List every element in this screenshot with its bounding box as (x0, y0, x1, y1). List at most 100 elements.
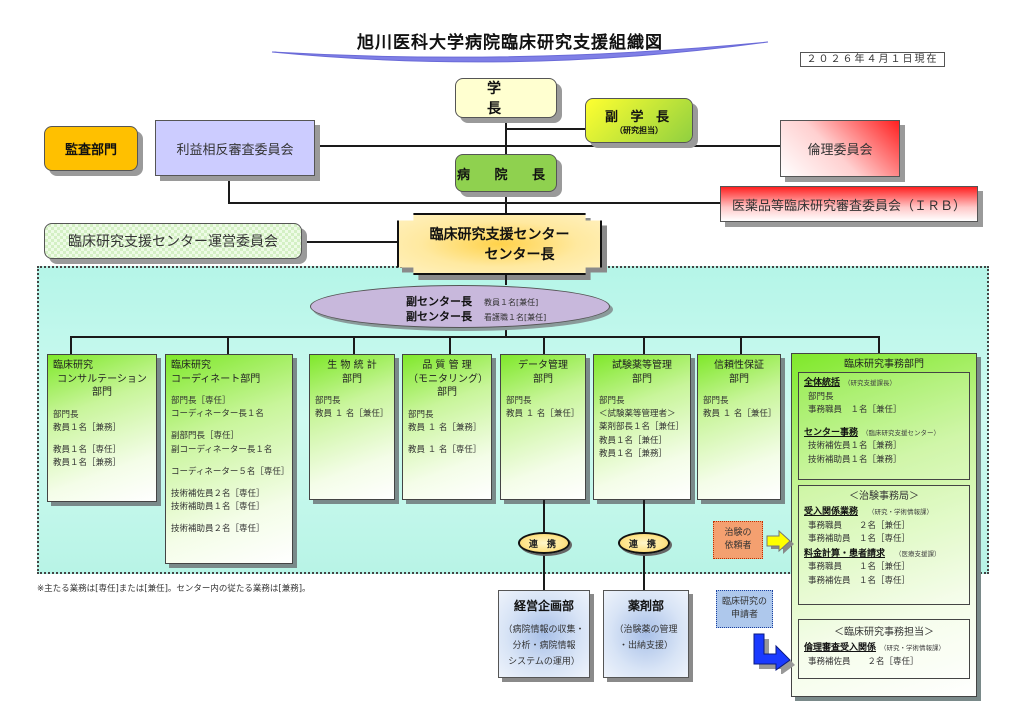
dept-header-line: 部門 (342, 373, 362, 385)
vice-center-role: 副センター長 (406, 295, 472, 308)
dept-staff-line: 教員 １ 名［兼任］ (315, 409, 389, 420)
spacer (315, 386, 389, 395)
research-office-line: 事務補佐員 ２名［専任］ (808, 656, 919, 667)
dept-staff-line: 部門長 (53, 409, 79, 420)
arrow-bent-icon (753, 633, 795, 674)
connector (505, 128, 587, 130)
as-of-date: ２０２６年４月１日現在 (800, 52, 945, 67)
dept-staff-line: コーディネーター５名［専任］ (171, 466, 290, 477)
dept-clinical-office: 臨床研究事務部門 全体統括（研究支援課長） 部門長 事務職員 １名［兼任］ セン… (791, 353, 977, 697)
external-desc: ・出納支援） (618, 640, 673, 651)
dept-data: データ管理部門部門長教員 １ 名［兼任］ (500, 354, 586, 500)
connector (228, 202, 722, 204)
connector (70, 336, 880, 338)
trial-office-header: ＜治験事務局＞ (849, 491, 919, 502)
cooperation-badge: 連 携 (618, 532, 670, 554)
ops-committee-label: 臨床研究支援センター運営委員会 (68, 234, 278, 250)
dept-header-line: データ管理 (518, 360, 568, 371)
cooperation-label: 連 携 (528, 539, 560, 550)
spacer (408, 435, 486, 444)
center-head-box: 臨床研究支援センター センター長 (397, 213, 602, 275)
trial-section-note: （研究・学術情報課） (868, 508, 934, 516)
dept-staff-line: 薬剤部長１名［兼任］ (599, 422, 685, 433)
irb-label: 医薬品等臨床研究審査委員会（ＩＲＢ） (731, 198, 966, 214)
dept-staff-line: ＜試験薬等管理者＞ (599, 409, 676, 420)
audit-label: 監査部門 (64, 143, 117, 158)
ethics-committee-box: 倫理委員会 (780, 120, 900, 177)
connector (302, 241, 400, 243)
dept-header-line: 部門 (533, 373, 553, 385)
vice-center-role: 副センター長 (406, 310, 472, 323)
dept-header-line: （モニタリング） (408, 373, 488, 385)
dept-reliability: 信頼性保証部門部門長教員 １ 名［兼任］ (697, 354, 781, 500)
general-line: 部門長 (808, 391, 834, 402)
vice-president-note: （研究担当） (615, 125, 663, 135)
external-pharmacy: 薬剤部 （治験薬の管理 ・出納支援） (603, 590, 689, 678)
connector (643, 336, 645, 354)
dept-header-line: 臨床研究 (171, 360, 211, 371)
dept-staff-line: 教員 １ 名［専任］ (408, 444, 482, 455)
spacer (408, 400, 486, 409)
dept-staff-line: 部門長 (506, 396, 532, 406)
research-office-note: （研究・学術情報課） (880, 644, 946, 652)
arrow-right-icon (766, 530, 794, 554)
spacer (171, 479, 287, 488)
research-office-section: ＜臨床研究事務担当＞ 倫理審査受入関係（研究・学術情報課） 事務補佐員 ２名［専… (798, 619, 970, 679)
external-name: 経営企画部 (513, 599, 574, 613)
spacer (53, 400, 151, 409)
vice-center-row: 副センター長 教員１名[兼任] (406, 293, 538, 309)
center-office-line: 技術補助員１名［兼務］ (808, 454, 902, 465)
dept-staff-line: 副コーディネーター長１名 (171, 444, 273, 455)
audit-department-box: 監査部門 (44, 126, 138, 171)
connector (543, 336, 545, 354)
dept-staff-line: 部門長［専任］ (171, 396, 231, 406)
spacer (506, 386, 580, 395)
external-name: 薬剤部 (627, 599, 664, 613)
external-desc: システムの運用） (508, 657, 580, 668)
connector (878, 336, 880, 354)
connector (505, 328, 507, 337)
dept-header-line: 生 物 統 計 (327, 360, 377, 371)
vice-center-desc: 教員１名[兼任] (484, 298, 539, 307)
center-head-line2: センター長 (484, 247, 555, 263)
dept-header-line: コーディネート部門 (171, 373, 261, 385)
general-note: （研究支援課長） (844, 379, 897, 387)
trial-section-line: 事務職員 ２名［兼任］ (808, 520, 911, 531)
spacer (171, 514, 287, 523)
dept-staff-line: 教員１名［兼務］ (53, 422, 122, 433)
research-office-title: 倫理審査受入関係 (804, 643, 877, 653)
dept-staff-line: 部門長 (315, 396, 341, 406)
dept-header-line: 部門 (729, 373, 749, 385)
dept-staff-line: 部門長 (408, 409, 434, 420)
ops-committee-box: 臨床研究支援センター運営委員会 (44, 223, 302, 259)
connector (353, 336, 355, 354)
dept-staff-line: 教員 １ 名［兼任］ (703, 409, 777, 420)
spacer (53, 435, 151, 444)
hospital-director-label: 病 院 長 (456, 167, 556, 183)
center-office-note: （臨床研究支援センター） (862, 428, 941, 437)
research-applicant-box: 臨床研究の 申請者 (716, 590, 773, 628)
dept-staff-line: 部門長 (599, 396, 625, 406)
president-label: 学 長 (487, 81, 525, 117)
center-office-title: センター事務 (804, 427, 859, 438)
general-line: 事務職員 １名［兼任］ (808, 405, 902, 416)
dept-header-line: 試験薬等管理 (612, 360, 672, 371)
general-section: 全体統括（研究支援課長） 部門長 事務職員 １名［兼任］ センター事務（臨床研究… (798, 372, 970, 480)
dept-staff-line: 技術補佐員２名［専任］ (171, 488, 265, 499)
trial-requester-box: 治験の 依頼者 (713, 521, 763, 559)
coi-committee-box: 利益相反審査委員会 (155, 120, 315, 176)
trial-section-line: 事務職員 １名［兼任］ (808, 562, 911, 573)
vice-center-row: 副センター長看護職１名[兼任] (406, 308, 546, 324)
external-desc: （病院情報の収集・ (503, 624, 585, 635)
dept-header-line: 部門 (437, 387, 457, 398)
dept-staff-line: 部門長 (703, 396, 729, 406)
cooperation-badge: 連 携 (518, 532, 570, 554)
dept-header-line: 臨床研究 (53, 360, 93, 371)
dept-staff-line: 技術補助員２名［専任］ (171, 524, 265, 535)
connector (227, 336, 229, 354)
dept-consultation: 臨床研究コンサルテーション部門部門長教員１名［兼務］教員１名［専任］教員１名［兼… (47, 354, 157, 502)
dept-staff-line: 教員１名［兼務］ (599, 448, 668, 459)
spacer (171, 457, 287, 466)
dept-staff-line: コーディネーター長１名 (171, 409, 264, 420)
trial-office-section: ＜治験事務局＞ 受入関係業務（研究・学術情報課） 事務職員 ２名［兼任］ 事務補… (798, 485, 970, 605)
